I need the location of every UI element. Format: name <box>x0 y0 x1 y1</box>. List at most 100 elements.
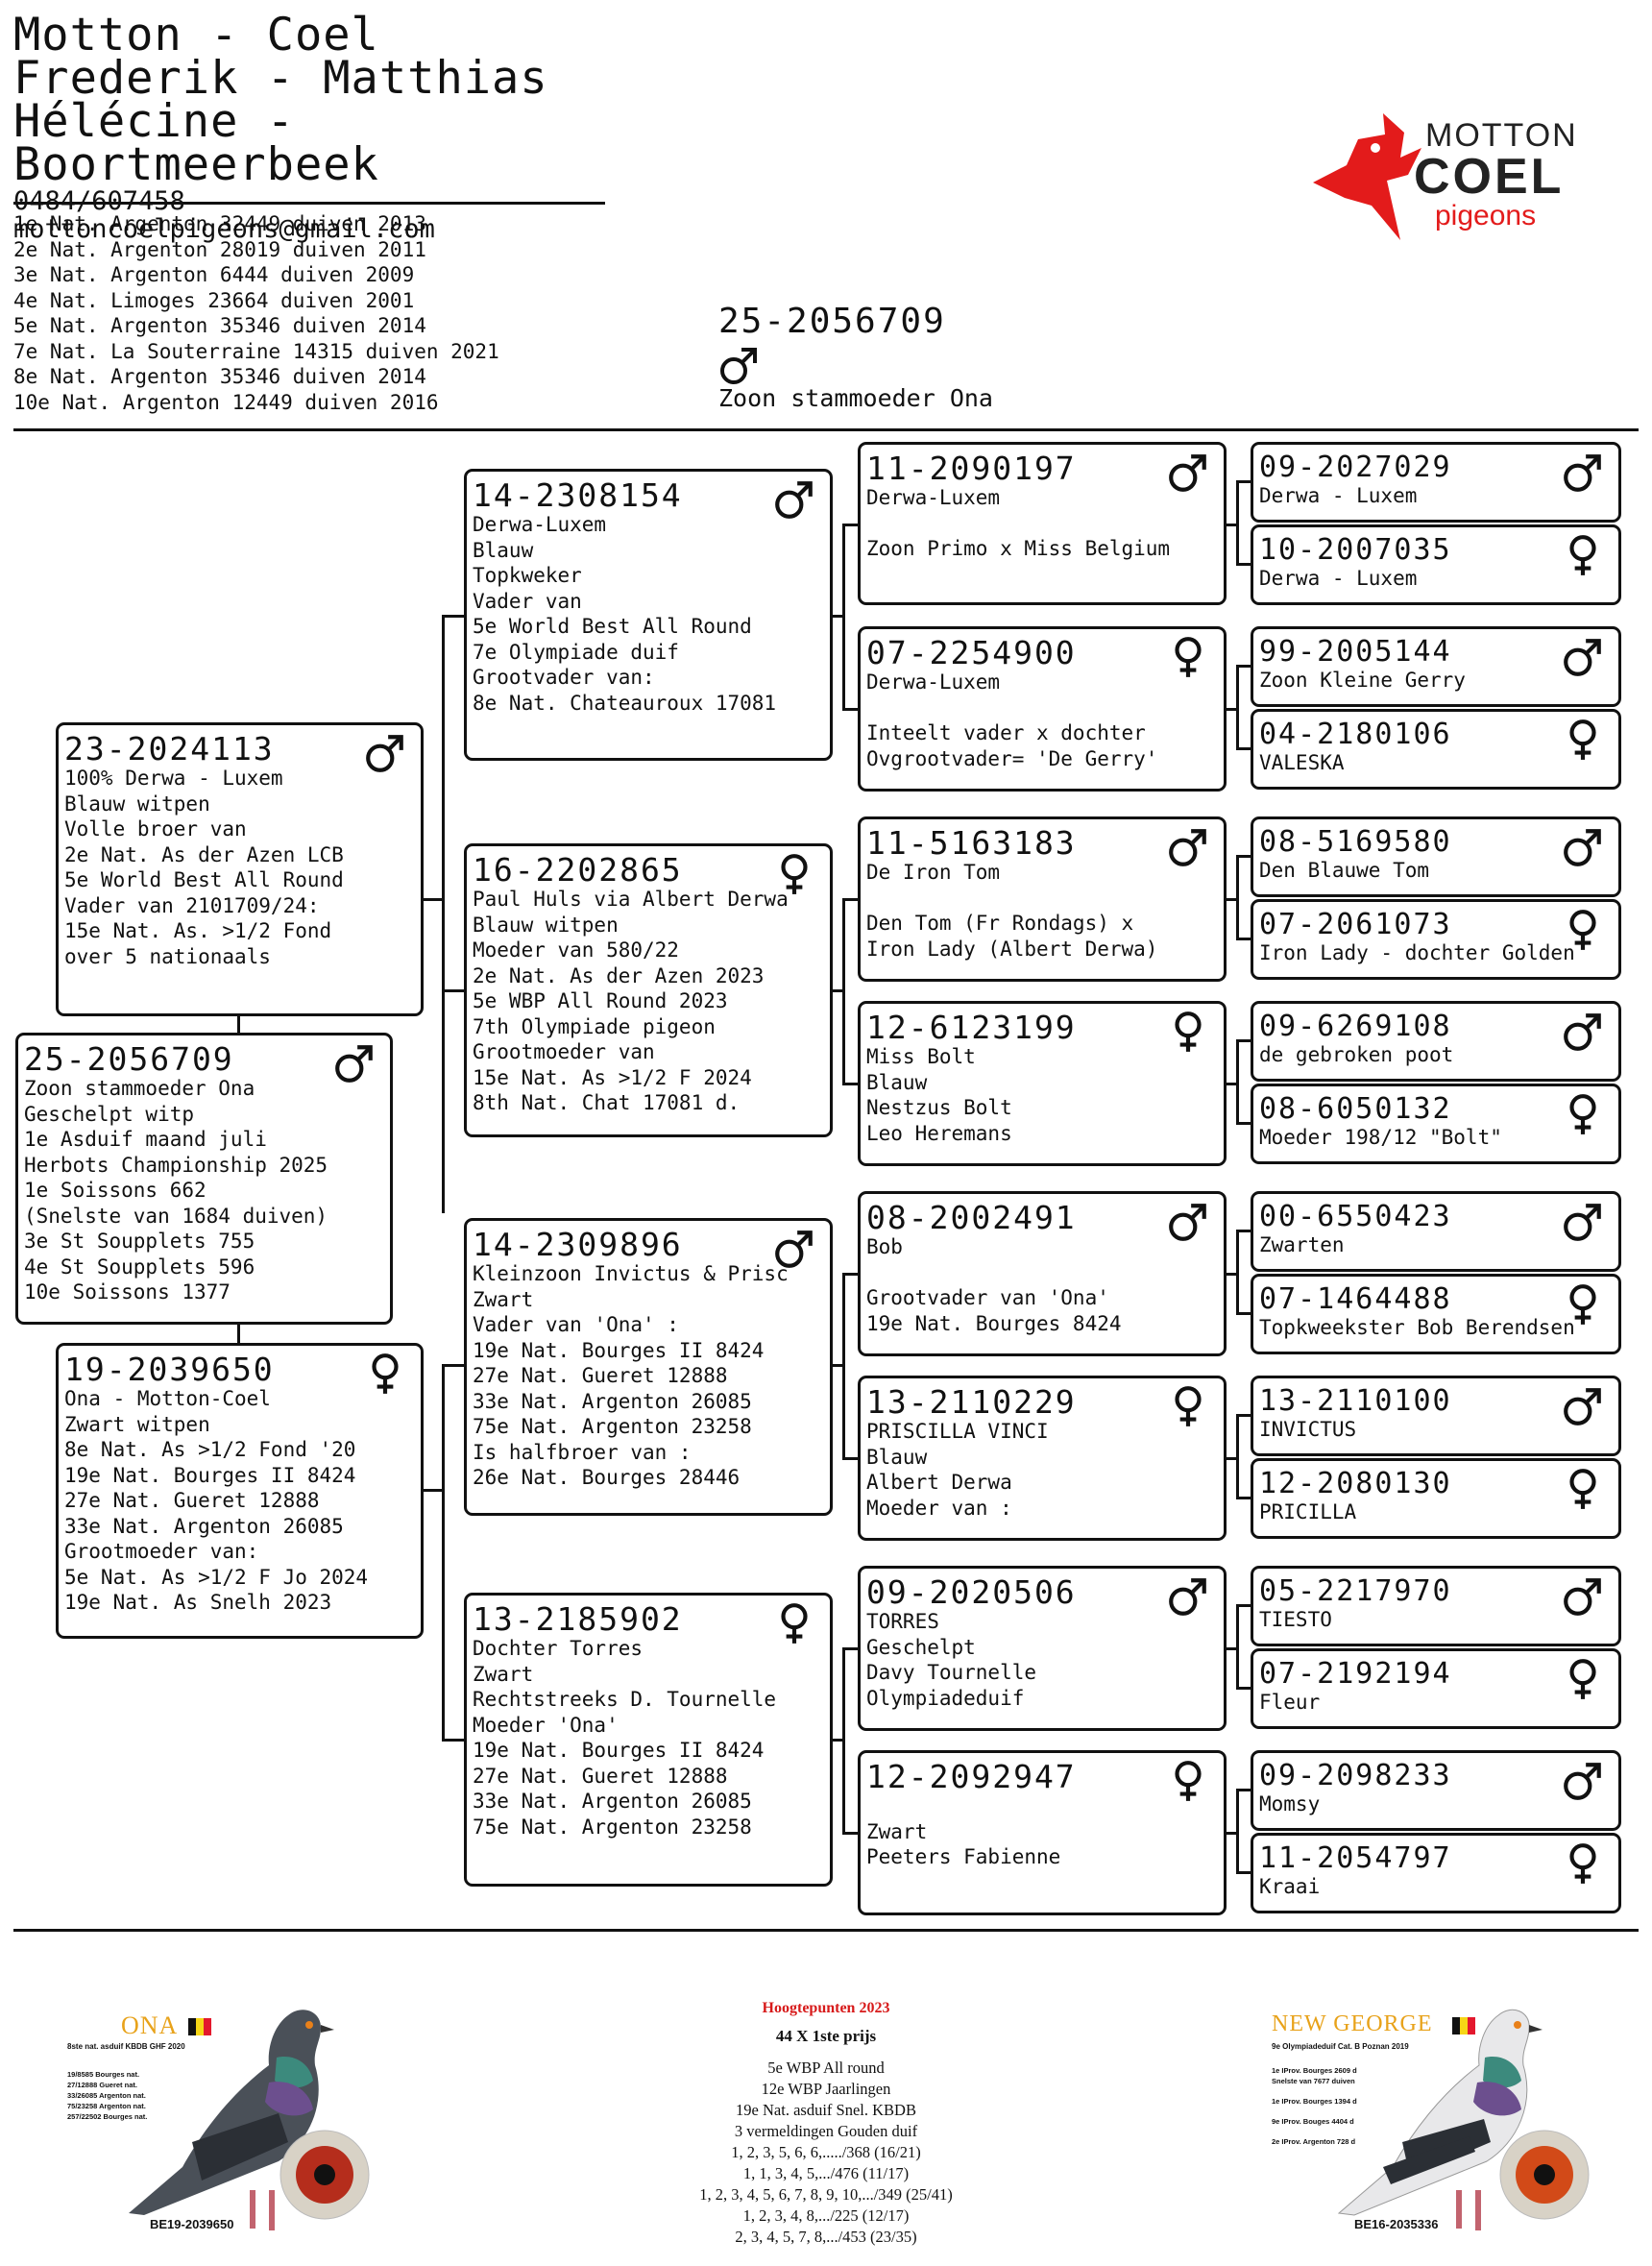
pedigree-connector <box>442 1364 464 1367</box>
card-line: Zoon Kleine Gerry <box>1259 668 1613 694</box>
card-line: Olympiadeduif <box>866 1686 1218 1712</box>
pedigree-card: 11-5163183De Iron Tom Den Tom (Fr Rondag… <box>858 816 1227 982</box>
card-line: 75e Nat. Argenton 23258 <box>473 1414 824 1440</box>
logo-text-pigeons: pigeons <box>1435 200 1536 232</box>
card-line: 19e Nat. Bourges II 8424 <box>473 1338 824 1364</box>
pedigree-connector <box>1236 1604 1239 1690</box>
male-icon <box>1561 1200 1605 1244</box>
highlights-2023: Hoogtepunten 2023 44 X 1ste prijs 5e WBP… <box>576 2000 1076 2248</box>
pedigree-connector <box>842 524 858 526</box>
card-line: 7e Olympiade duif <box>473 640 824 666</box>
pedigree-connector <box>1227 524 1236 526</box>
pedigree-connector <box>424 898 444 901</box>
pedigree-connector <box>1227 898 1236 901</box>
pedigree-connector <box>1227 708 1236 711</box>
card-line: Iron Lady (Albert Derwa) <box>866 937 1218 962</box>
card-line: Iron Lady - dochter Golden <box>1259 940 1613 966</box>
card-line: 19e Nat. Bourges II 8424 <box>64 1463 415 1489</box>
pedigree-connector <box>1236 1687 1251 1690</box>
card-line: Vader van 'Ona' : <box>473 1312 824 1338</box>
card-line: Blauw witpen <box>64 792 415 817</box>
pedigree-connector <box>1236 1230 1251 1232</box>
card-line: Vader van 2101709/24: <box>64 893 415 919</box>
pedigree-card: 04-2180106VALESKA <box>1251 709 1621 790</box>
pedigree-card: 23-2024113100% Derwa - LuxemBlauw witpen… <box>56 722 424 1016</box>
card-line: Rechtstreeks D. Tournelle <box>473 1687 824 1713</box>
pedigree-connector <box>1236 480 1239 566</box>
card-line <box>866 511 1218 537</box>
card-line: 15e Nat. As. >1/2 Fond <box>64 918 415 944</box>
pedigree-connector <box>1227 1083 1236 1085</box>
pedigree-connector <box>1236 1312 1251 1315</box>
male-icon <box>1561 451 1605 495</box>
promo-ona: ONA 8ste nat. asduif KBDB GHF 2020 19/85… <box>58 1998 384 2257</box>
card-line: Grootmoeder van <box>473 1039 824 1065</box>
breeder-first-names: Frederik - Matthias <box>13 57 667 100</box>
card-line: Davy Tournelle <box>866 1660 1218 1686</box>
ring-number: 11-2054797 <box>1259 1843 1613 1874</box>
card-line: Zwart <box>473 1662 824 1688</box>
card-line: 27e Nat. Gueret 12888 <box>64 1488 415 1514</box>
pedigree-connector <box>1227 1832 1236 1835</box>
card-line: Volle broer van <box>64 816 415 842</box>
card-line: Moeder 'Ona' <box>473 1713 824 1739</box>
card-line: Blauw witpen <box>473 913 824 938</box>
card-line: Geschelpt <box>866 1635 1218 1661</box>
female-icon <box>1561 1282 1605 1327</box>
promo-ona-ring: BE19-2039650 <box>150 2217 233 2231</box>
pedigree-connector <box>442 615 464 618</box>
female-icon <box>1166 1384 1210 1428</box>
highlight-line: 2, 3, 4, 5, 7, 8,.../453 (23/35) <box>576 2227 1076 2248</box>
card-line: Vader van <box>473 589 824 615</box>
pedigree-connector <box>1236 1789 1239 1874</box>
subject-header: 25-2056709 Zoon stammoeder Ona <box>718 305 1103 412</box>
pedigree-card: 05-2217970TIESTO <box>1251 1566 1621 1646</box>
pedigree-connector <box>1236 665 1251 668</box>
card-line: 3e St Soupplets 755 <box>24 1229 384 1255</box>
ring-number: 08-5169580 <box>1259 827 1613 858</box>
female-icon <box>1561 1841 1605 1886</box>
pedigree-connector <box>1236 665 1239 750</box>
pedigree-card: 09-2098233Momsy <box>1251 1750 1621 1831</box>
card-line: Grootvader van: <box>473 665 824 691</box>
pedigree-card: 11-2090197Derwa-Luxem Zoon Primo x Miss … <box>858 442 1227 605</box>
pedigree-card: 13-2110229PRISCILLA VINCIBlauwAlbert Der… <box>858 1376 1227 1541</box>
pedigree-card: 00-6550423Zwarten <box>1251 1191 1621 1272</box>
card-line: Derwa - Luxem <box>1259 483 1613 509</box>
card-line: 19e Nat. Bourges II 8424 <box>473 1738 824 1764</box>
highlights-title: Hoogtepunten 2023 <box>576 2000 1076 2017</box>
card-line: 27e Nat. Gueret 12888 <box>473 1764 824 1790</box>
card-line: Fleur <box>1259 1690 1613 1716</box>
card-line: 8e Nat. Chateauroux 17081 <box>473 691 824 717</box>
pedigree-connector <box>842 524 845 711</box>
female-icon <box>772 852 816 896</box>
female-icon <box>1166 1010 1210 1054</box>
ring-number: 12-2080130 <box>1259 1469 1613 1499</box>
card-line: 26e Nat. Bourges 28446 <box>473 1465 824 1491</box>
ring-number: 25-2056709 <box>24 1043 384 1076</box>
card-line <box>866 886 1218 912</box>
male-icon <box>1561 1759 1605 1803</box>
subject-name: Zoon stammoeder Ona <box>718 386 1103 412</box>
subject-ring: 25-2056709 <box>718 305 1103 338</box>
pedigree-card: 07-2254900Derwa-Luxem Inteelt vader x do… <box>858 626 1227 792</box>
pedigree-connector <box>842 1832 858 1835</box>
card-line: Topkweker <box>473 563 824 589</box>
card-line: 5e WBP All Round 2023 <box>473 988 824 1014</box>
ring-number: 99-2005144 <box>1259 637 1613 668</box>
footer-separator <box>13 1929 1639 1932</box>
pedigree-connector <box>1227 1273 1236 1276</box>
male-icon <box>363 731 407 775</box>
card-line: Kraai <box>1259 1874 1613 1900</box>
motton-coel-logo: MOTTON COEL pigeons <box>1308 106 1596 250</box>
pedigree-connector <box>1236 1497 1251 1499</box>
pedigree-connector <box>424 1489 444 1492</box>
card-line: 5e World Best All Round <box>473 614 824 640</box>
female-icon <box>1561 1092 1605 1136</box>
ring-number: 09-2098233 <box>1259 1761 1613 1791</box>
card-line: Peeters Fabienne <box>866 1844 1218 1870</box>
highlight-line: 19e Nat. asduif Snel. KBDB <box>576 2100 1076 2121</box>
result-line: 10e Nat. Argenton 12449 duiven 2016 <box>13 390 499 416</box>
pedigree-connector <box>1236 1039 1239 1125</box>
card-line: 33e Nat. Argenton 26085 <box>473 1789 824 1815</box>
